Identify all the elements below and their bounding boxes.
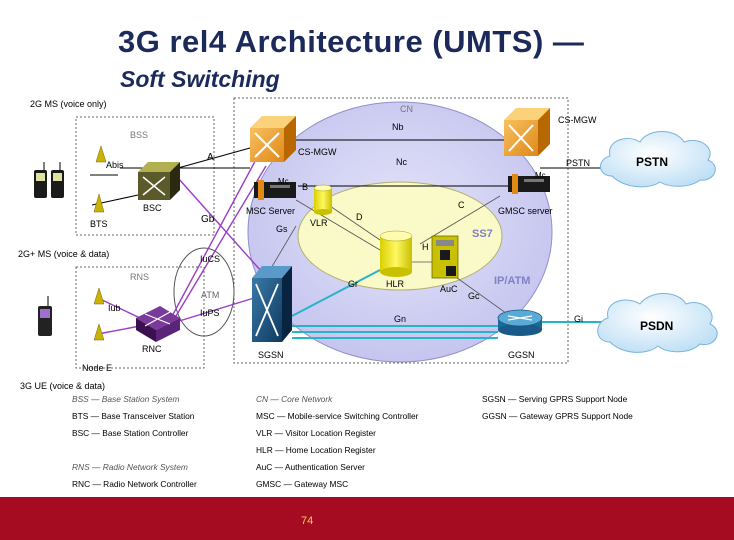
legend-item: GMSC — Gateway MSC bbox=[256, 479, 349, 489]
pstn-cloud-icon bbox=[600, 131, 716, 188]
label-c: C bbox=[458, 200, 465, 210]
label-nb: Nb bbox=[392, 122, 404, 132]
legend-item: AuC — Authentication Server bbox=[256, 462, 365, 472]
label-iucs: IuCS bbox=[200, 254, 220, 264]
label-bss: BSS bbox=[130, 130, 148, 140]
legend-item: RNC — Radio Network Controller bbox=[72, 479, 197, 489]
antenna-tower-icon bbox=[93, 145, 107, 341]
psdn-cloud-icon bbox=[597, 293, 718, 353]
title-line2: Soft Switching bbox=[120, 66, 280, 92]
architecture-diagram: 2G MS (voice only) BSS Abis BSC BTS A Gb… bbox=[18, 97, 718, 391]
label-atm: ATM bbox=[201, 290, 219, 300]
label-gc: Gc bbox=[468, 291, 480, 301]
label-gs: Gs bbox=[276, 224, 288, 234]
database-cylinder-icon bbox=[379, 230, 413, 277]
label-bts: BTS bbox=[90, 219, 108, 229]
label-cs-mgw-left: CS-MGW bbox=[298, 147, 337, 157]
label-abis: Abis bbox=[106, 160, 124, 170]
label-ggsn: GGSN bbox=[508, 350, 535, 360]
legend-item: SGSN — Serving GPRS Support Node bbox=[482, 394, 628, 404]
label-nc: Nc bbox=[396, 157, 407, 167]
label-bsc: BSC bbox=[143, 203, 162, 213]
database-cylinder-icon bbox=[313, 184, 333, 215]
label-node-b: Node E bbox=[82, 363, 112, 373]
label-cn: CN bbox=[400, 104, 413, 114]
switch-cube-icon bbox=[504, 108, 550, 156]
rnc-switch-icon bbox=[136, 306, 180, 342]
rns-boundary bbox=[75, 266, 205, 369]
label-psdn: PSDN bbox=[640, 319, 673, 333]
legend-item: VLR — Visitor Location Register bbox=[256, 428, 376, 438]
label-cs-mgw-right: CS-MGW bbox=[558, 115, 597, 125]
legend-item: BSS — Base Station System bbox=[72, 394, 180, 404]
label-gr: Gr bbox=[348, 279, 358, 289]
voice-links bbox=[90, 139, 640, 206]
server-icon bbox=[508, 174, 550, 194]
label-3g-ue: 3G UE (voice & data) bbox=[20, 381, 105, 391]
cn-boundary bbox=[233, 97, 569, 364]
label-iub: Iub bbox=[108, 303, 121, 313]
label-pstn: PSTN bbox=[636, 155, 668, 169]
label-pstn-link: PSTN bbox=[566, 158, 590, 168]
label-iups: IuPS bbox=[200, 308, 220, 318]
legend-item: MSC — Mobile-service Switching Controlle… bbox=[256, 411, 419, 421]
label-2gplus-ms: 2G+ MS (voice & data) bbox=[18, 249, 109, 259]
legend-item: BSC — Base Station Controller bbox=[72, 428, 189, 438]
switch-cube-icon bbox=[250, 116, 296, 162]
atm-ellipse bbox=[173, 247, 235, 337]
label-hlr: HLR bbox=[386, 279, 405, 289]
gn-links bbox=[291, 269, 640, 339]
label-msc-server: MSC Server bbox=[246, 206, 295, 216]
legend-item: RNS — Radio Network System bbox=[72, 462, 188, 472]
router-icon bbox=[497, 309, 543, 336]
label-h: H bbox=[422, 242, 429, 252]
label-mc-right: Mc bbox=[535, 171, 546, 180]
label-gn: Gn bbox=[394, 314, 406, 324]
label-ip-atm: IP/ATM bbox=[494, 275, 530, 287]
bss-boundary bbox=[75, 116, 215, 236]
page-number: 74 bbox=[301, 515, 314, 527]
auc-server-icon bbox=[431, 235, 459, 279]
footer-bar bbox=[0, 497, 734, 540]
label-mc-left: Mc bbox=[278, 177, 289, 186]
legend-item: HLR — Home Location Register bbox=[256, 445, 376, 455]
signalling-links bbox=[269, 195, 511, 317]
label-gi: Gi bbox=[574, 314, 583, 324]
label-a: A bbox=[207, 152, 214, 163]
bsc-switch-icon bbox=[138, 162, 180, 200]
sgsn-switch-icon bbox=[252, 266, 292, 342]
label-sgsn: SGSN bbox=[258, 350, 284, 360]
legend-item: GGSN — Gateway GPRS Support Node bbox=[482, 411, 633, 421]
diagram-labels: 2G MS (voice only) BSS Abis BSC BTS A Gb… bbox=[18, 99, 673, 391]
label-b: B bbox=[302, 182, 308, 192]
label-gb: Gb bbox=[201, 214, 215, 225]
label-d: D bbox=[356, 212, 363, 222]
label-ss7: SS7 bbox=[472, 228, 493, 240]
label-rnc: RNC bbox=[142, 344, 162, 354]
mobile-phone-icon bbox=[38, 296, 52, 336]
legend-item: BTS — Base Transceiver Station bbox=[72, 411, 195, 421]
label-gmsc-server: GMSC server bbox=[498, 206, 553, 216]
label-2g-ms: 2G MS (voice only) bbox=[30, 99, 107, 109]
server-icon bbox=[254, 180, 296, 200]
label-vlr: VLR bbox=[310, 218, 328, 228]
data-links bbox=[97, 151, 267, 335]
label-rns: RNS bbox=[130, 272, 149, 282]
mobile-phone-icon bbox=[34, 162, 64, 198]
title-line1: 3G rel4 Architecture (UMTS) — bbox=[118, 24, 585, 59]
legend-item: CN — Core Network bbox=[256, 394, 333, 404]
label-auc: AuC bbox=[440, 284, 458, 294]
